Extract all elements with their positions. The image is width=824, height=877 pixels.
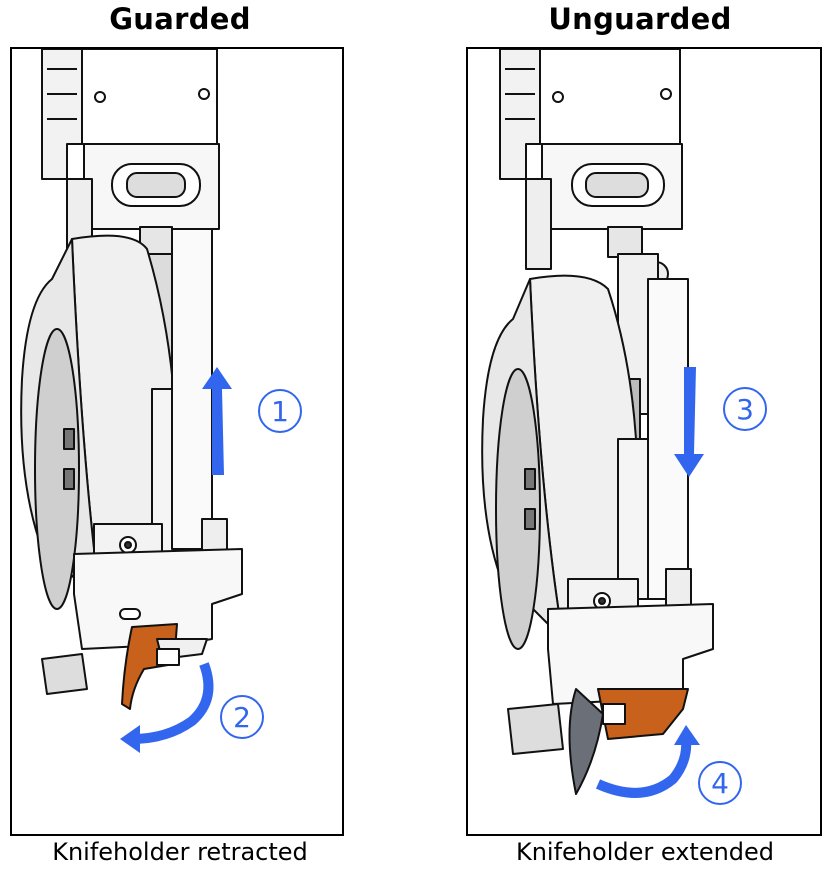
step-2-badge: 2 <box>220 695 264 739</box>
svg-text:3: 3 <box>736 393 754 426</box>
knifeholder-retracted-illustration: 1 2 <box>20 49 302 753</box>
svg-text:2: 2 <box>233 701 251 734</box>
caption-retracted: Knifeholder retracted <box>52 838 308 866</box>
title-guarded: Guarded <box>109 2 251 36</box>
panel-unguarded: 3 4 <box>466 47 822 836</box>
arrow-up-icon <box>202 367 232 475</box>
title-unguarded: Unguarded <box>548 2 732 36</box>
rotate-arrow-icon <box>120 662 214 753</box>
svg-text:4: 4 <box>711 767 729 800</box>
knifeholder-extended-illustration: 3 4 <box>481 49 767 805</box>
rotate-arrow-icon <box>595 725 700 798</box>
caption-extended: Knifeholder extended <box>515 838 775 866</box>
step-3-badge: 3 <box>723 387 767 431</box>
panel-guarded: 1 2 <box>10 47 344 836</box>
svg-text:1: 1 <box>271 395 289 428</box>
step-1-badge: 1 <box>258 389 302 433</box>
step-4-badge: 4 <box>698 761 742 805</box>
arrow-down-icon <box>674 367 704 477</box>
